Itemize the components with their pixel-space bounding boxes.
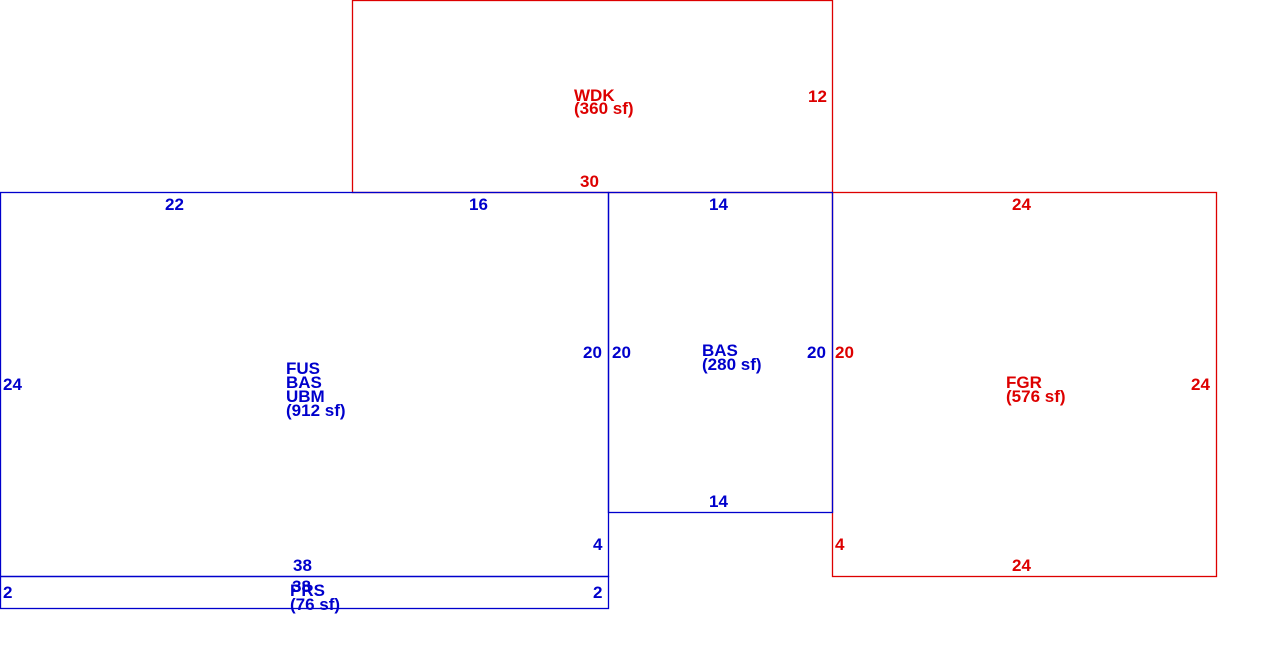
- fgr-dim-bottom: 24: [1012, 556, 1031, 575]
- main-dim-bottom: 38: [293, 556, 312, 575]
- main-dim-left: 24: [3, 375, 22, 394]
- main-dim-top-left: 22: [165, 195, 184, 214]
- wdk-dim-right: 12: [808, 87, 827, 106]
- bas-dim-left: 20: [612, 343, 631, 362]
- strip-area-value: (76 sf): [290, 595, 340, 614]
- main-code-ubm: UBM: [286, 387, 325, 406]
- fgr-dim-left-lower: 4: [835, 535, 845, 554]
- fgr-code: FGR: [1006, 373, 1042, 392]
- fgr-area-value: (576 sf): [1006, 387, 1066, 406]
- strip-dim-left: 2: [3, 583, 12, 602]
- fgr-dim-left-upper: 20: [835, 343, 854, 362]
- main-dim-right-upper: 20: [583, 343, 602, 362]
- main-dim-top-right: 16: [469, 195, 488, 214]
- bas-area-value: (280 sf): [702, 355, 762, 374]
- wdk-dim-top: 30: [580, 172, 599, 191]
- strip-code-38: 38: [292, 577, 311, 596]
- wdk-area-value: (360 sf): [574, 99, 634, 118]
- bas-dim-right: 20: [807, 343, 826, 362]
- bas-code: BAS: [702, 341, 738, 360]
- fgr-dim-top: 24: [1012, 195, 1031, 214]
- strip-dim-right: 2: [593, 583, 602, 602]
- main-area-value: (912 sf): [286, 401, 346, 420]
- strip-code-prs: PRS: [290, 581, 325, 600]
- main-code-bas: BAS: [286, 373, 322, 392]
- bas-dim-top: 14: [709, 195, 728, 214]
- main-code-fus: FUS: [286, 359, 320, 378]
- wdk-code: WDK: [574, 86, 615, 105]
- fgr-dim-right: 24: [1191, 375, 1210, 394]
- strip-area: [0, 575, 610, 610]
- bas-dim-bottom: 14: [709, 492, 728, 511]
- main-dim-right-lower: 4: [593, 535, 603, 554]
